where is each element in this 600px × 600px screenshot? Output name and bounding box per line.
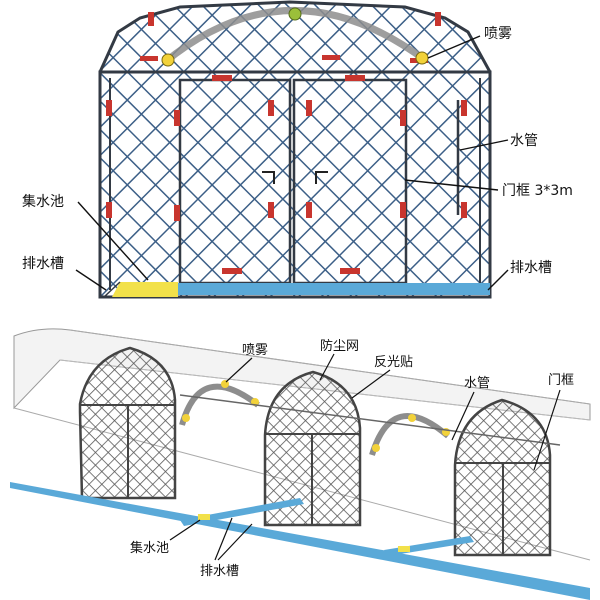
label-drain-left: 排水槽	[22, 256, 64, 272]
label-b-water-pipe: 水管	[464, 376, 490, 391]
reflector	[461, 100, 467, 116]
label-b-reflective: 反光贴	[374, 355, 413, 370]
reflector	[345, 75, 365, 81]
leader-b-dust-net	[319, 353, 335, 381]
leader-b-collection-pool	[169, 519, 201, 541]
leader-b-water-pipe	[451, 391, 475, 441]
spray-nozzle	[182, 414, 190, 422]
reflector	[435, 12, 441, 26]
reflector	[140, 56, 158, 61]
reflector	[268, 202, 274, 218]
reflector	[306, 100, 312, 116]
reflector	[106, 100, 112, 116]
label-collection-pool: 集水池	[22, 193, 64, 210]
leader-collection-pool	[77, 201, 149, 281]
leader-b-door-frame	[533, 389, 561, 471]
spray-pipe-arc-2	[369, 412, 450, 456]
reflector	[106, 202, 112, 218]
spray-nozzle	[372, 444, 380, 452]
reflector	[268, 100, 274, 116]
collection-pool-2	[398, 546, 410, 552]
collection-pool-1	[198, 514, 210, 520]
label-drain-right: 排水槽	[510, 260, 552, 276]
reflector	[400, 110, 406, 126]
leader-b-reflective	[351, 369, 391, 399]
reflector	[322, 55, 340, 60]
top-door-frame	[98, 70, 492, 299]
reflector	[400, 202, 406, 218]
top-spray-nozzle	[161, 53, 175, 67]
label-b-spray: 喷雾	[242, 343, 268, 358]
leader-b-drain-1	[214, 517, 233, 561]
top-drain-left-edge	[103, 281, 121, 298]
leader-spray	[427, 35, 481, 59]
leader-b-drain-2	[217, 523, 253, 561]
top-right-handle	[315, 171, 328, 184]
reflector	[148, 12, 154, 26]
top-spray-nozzle	[415, 51, 429, 65]
spray-pipe-arc-1	[179, 383, 260, 426]
label-b-collection-pool: 集水池	[130, 540, 169, 556]
leader-b-spray	[225, 357, 253, 383]
spray-nozzle	[221, 380, 229, 388]
leader-water-pipe	[459, 139, 509, 151]
top-arch-outline	[98, 0, 492, 73]
reflector	[174, 205, 180, 221]
label-spray: 喷雾	[484, 26, 512, 42]
leader-drain-right	[487, 269, 509, 291]
drain-channel-cross-1	[180, 498, 304, 526]
reflector	[340, 268, 360, 274]
spray-nozzle	[408, 414, 416, 422]
tunnel-top-edge	[69, 329, 591, 405]
leader-drain-left	[75, 269, 107, 291]
water-pipe	[179, 394, 561, 446]
reflector	[306, 202, 312, 218]
drain-channel-main	[10, 482, 590, 600]
label-door-frame: 门框 3*3m	[502, 183, 573, 199]
bottom-perspective-view: 喷雾 防尘网 反光贴 水管 门框 集水池 排水槽	[10, 328, 591, 600]
top-reflectors	[106, 12, 467, 274]
label-b-drain: 排水槽	[200, 564, 239, 579]
reflector	[461, 202, 467, 218]
top-spray-nozzle	[288, 7, 302, 21]
label-water-pipe: 水管	[510, 133, 538, 149]
reflector	[212, 75, 232, 81]
top-drain-channel	[178, 283, 490, 295]
leader-door-frame	[404, 179, 499, 191]
label-b-door-frame: 门框	[548, 373, 574, 388]
reflector	[222, 268, 242, 274]
top-left-handle	[262, 171, 275, 184]
top-elevation-view: 喷雾 水管 门框 3*3m 集水池 排水槽 排水槽	[22, 0, 573, 299]
top-collection-pool	[112, 282, 178, 297]
label-b-dust-net: 防尘网	[320, 338, 359, 354]
reflector	[174, 110, 180, 126]
